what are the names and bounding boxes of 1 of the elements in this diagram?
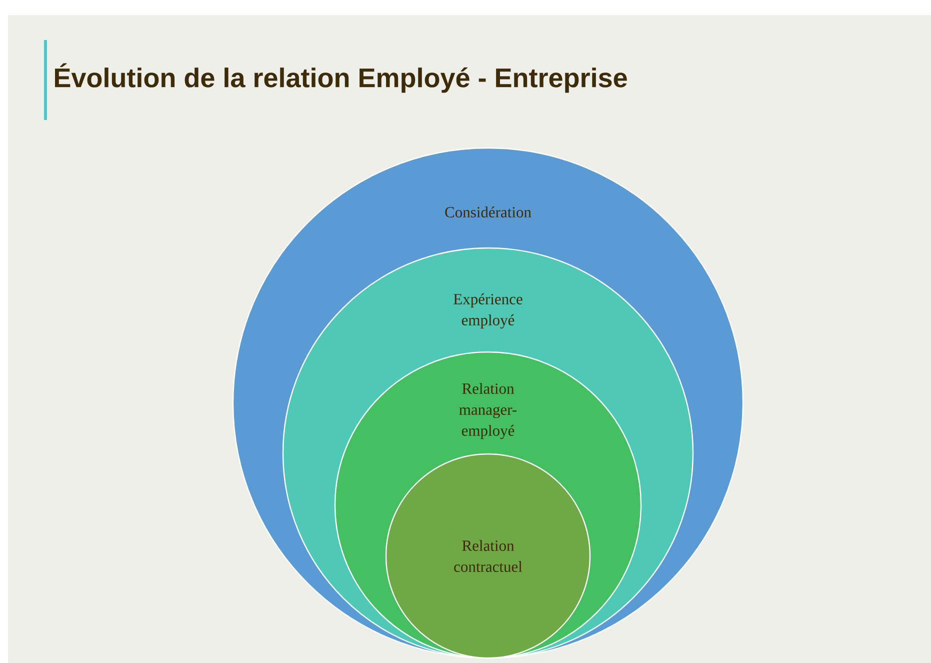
title: Évolution de la relation Employé - Entreprise: [55, 63, 627, 93]
